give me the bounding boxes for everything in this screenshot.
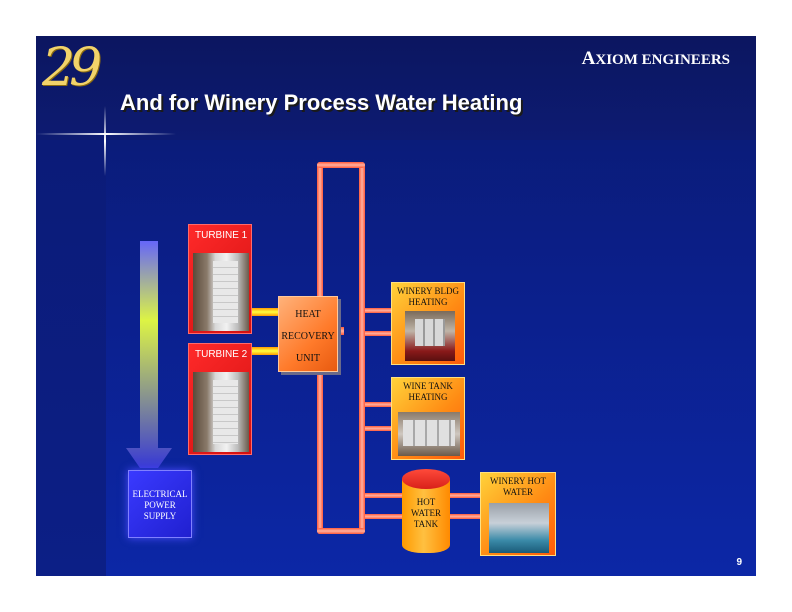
light-flare-horizontal	[36, 133, 176, 135]
bldg-supply-pipe	[365, 308, 391, 313]
power-flow-arrow	[126, 241, 172, 468]
loop-bottom-pipe	[317, 528, 365, 534]
turbine-2-photo	[193, 372, 249, 452]
hru-line-1: HEAT	[295, 309, 321, 320]
hru-line-3: UNIT	[296, 353, 320, 364]
wine-tank-heating: WINE TANK HEATING	[391, 377, 465, 460]
hru-line-2: RECOVERY	[281, 331, 335, 342]
loop-right-pipe	[359, 162, 365, 534]
turbine-1-photo	[193, 253, 249, 331]
hot-tank-label-2: WATER	[411, 508, 441, 518]
electrical-line-2: POWER	[144, 500, 176, 510]
turbine-2-box: TURBINE 2	[188, 343, 252, 455]
light-flare-vertical	[104, 106, 106, 176]
electrical-power-supply: ELECTRICAL POWER SUPPLY	[128, 470, 192, 538]
hot-water-tank-body	[402, 479, 450, 553]
bldg-photo	[405, 311, 455, 361]
bldg-label-2: HEATING	[408, 297, 448, 307]
left-band	[36, 140, 106, 576]
company-rest: XIOM ENGINEERS	[595, 52, 730, 68]
hottank-to-hotwater-return-pipe	[448, 514, 480, 519]
hotwater-label-2: WATER	[503, 487, 533, 497]
hot-water-tank: HOT WATER TANK	[402, 469, 450, 553]
slide: 29 AXIOM ENGINEERS And for Winery Proces…	[36, 36, 756, 576]
tankheat-return-pipe	[365, 426, 391, 431]
loop-top-pipe	[317, 162, 365, 168]
electrical-line-3: SUPPLY	[143, 511, 177, 521]
heat-recovery-unit: HEAT RECOVERY UNIT	[278, 296, 338, 372]
header-band	[36, 36, 756, 140]
hotwater-label-1: WINERY HOT	[490, 476, 546, 486]
tankheat-photo	[398, 412, 460, 456]
hot-tank-label-3: TANK	[413, 519, 439, 529]
bldg-label-1: WINERY BLDG	[397, 286, 459, 296]
electrical-line-1: ELECTRICAL	[132, 489, 188, 499]
slide-title: And for Winery Process Water Heating	[120, 90, 523, 115]
winery-hot-water: WINERY HOT WATER	[480, 472, 556, 556]
turbine-1-box: TURBINE 1	[188, 224, 252, 334]
company-initial: A	[581, 48, 596, 69]
tankheat-label-2: HEATING	[408, 392, 448, 402]
hottank-supply-pipe	[365, 493, 403, 498]
page-number: 9	[736, 557, 742, 568]
turbine-2-connector	[252, 347, 280, 355]
turbine-2-label: TURBINE 2	[195, 349, 248, 360]
hottank-to-hotwater-pipe	[448, 493, 480, 498]
tankheat-label-1: WINE TANK	[403, 381, 453, 391]
winery-bldg-heating: WINERY BLDG HEATING	[391, 282, 465, 365]
hottank-return-pipe	[365, 514, 403, 519]
hot-tank-label-1: HOT	[416, 497, 436, 507]
slide-logo-number: 29	[42, 38, 102, 98]
company-name: AXIOM ENGINEERS	[582, 48, 730, 70]
hot-water-tank-top	[402, 469, 450, 489]
turbine-1-label: TURBINE 1	[195, 230, 248, 241]
turbine-1-connector	[252, 308, 280, 316]
bldg-return-pipe	[365, 331, 391, 336]
hru-loop-connector	[338, 327, 344, 335]
tankheat-supply-pipe	[365, 402, 391, 407]
hotwater-photo	[489, 503, 549, 553]
